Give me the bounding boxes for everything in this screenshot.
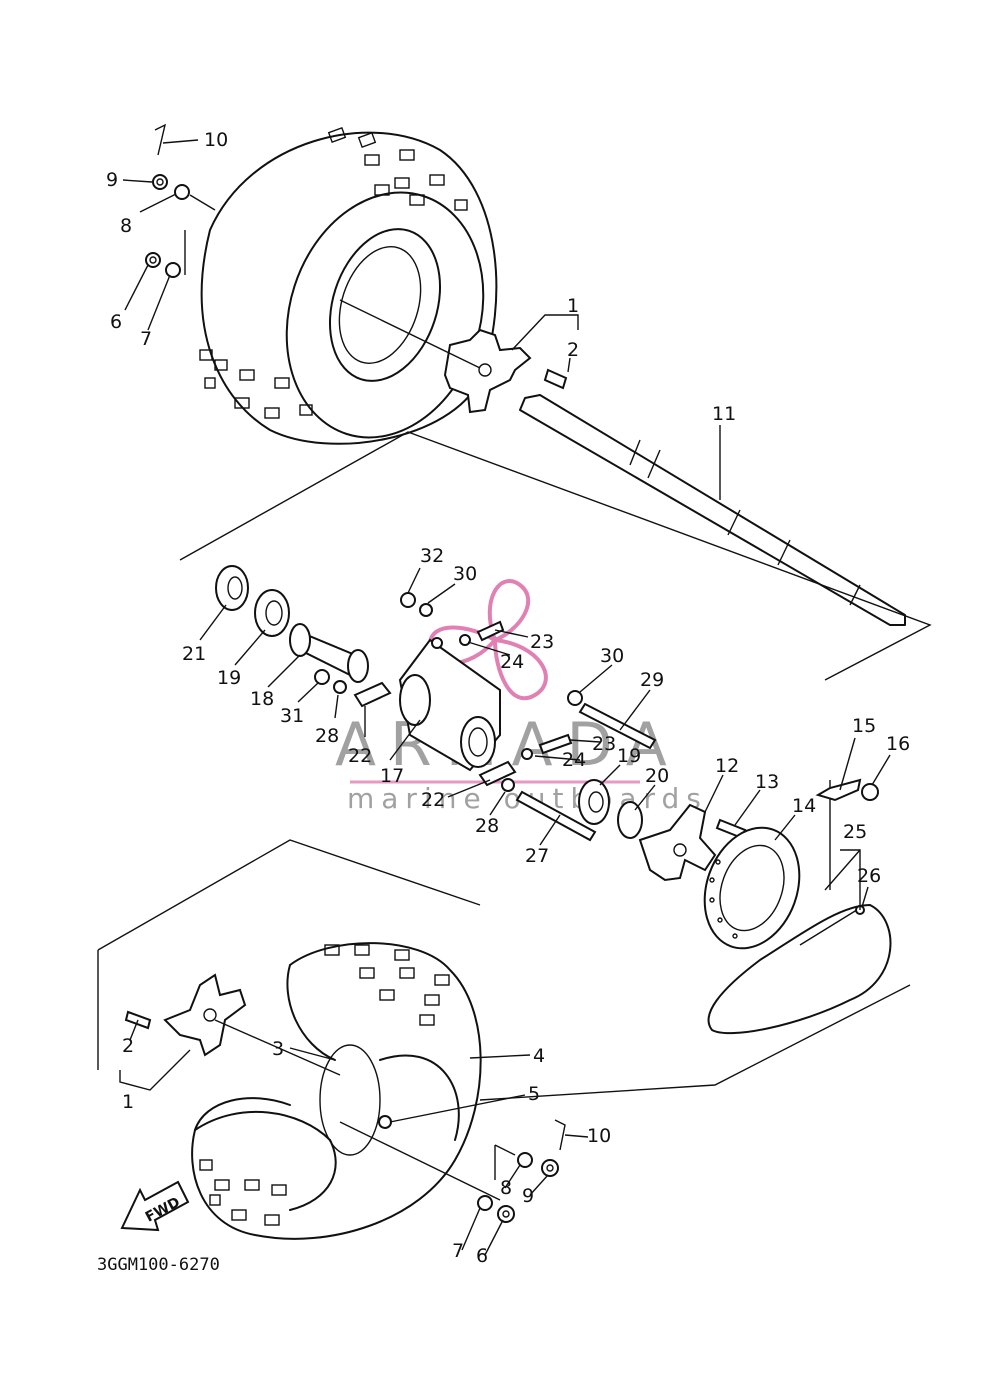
- hardware-middle: [314, 592, 657, 842]
- callout-32: 32: [420, 545, 444, 567]
- callout-24-b: 24: [562, 749, 586, 771]
- callout-18: 18: [250, 688, 274, 710]
- callout-6-b: 6: [476, 1245, 488, 1267]
- assembly-frame-lines: [97, 431, 932, 1101]
- callout-8: 8: [120, 215, 132, 237]
- callout-16: 16: [886, 733, 910, 755]
- callout-12: 12: [715, 755, 739, 777]
- drive-sprocket: [703, 826, 801, 950]
- callout-26: 26: [857, 865, 881, 887]
- callout-30-b: 30: [600, 645, 624, 667]
- callout-27: 27: [525, 845, 549, 867]
- callout-19-b: 19: [617, 745, 641, 767]
- callout-13: 13: [755, 771, 779, 793]
- callout-25: 25: [843, 821, 867, 843]
- callout-8-b: 8: [500, 1177, 512, 1199]
- hardware-top-left: [145, 123, 216, 278]
- callout-6: 6: [110, 311, 122, 333]
- callout-15: 15: [852, 715, 876, 737]
- left-bearing-set: [215, 565, 369, 683]
- callout-31: 31: [280, 705, 304, 727]
- callout-19: 19: [217, 667, 241, 689]
- callout-2-b: 2: [122, 1035, 134, 1057]
- rear-axle: [519, 394, 906, 626]
- axle-housing: [353, 637, 517, 787]
- callout-1: 1: [567, 295, 579, 317]
- callout-23: 23: [530, 631, 554, 653]
- hub-bolt-top: [543, 368, 568, 390]
- callout-2: 2: [567, 339, 579, 361]
- diagram-code: 3GGM100-6270: [97, 1255, 220, 1275]
- callout-3: 3: [272, 1038, 284, 1060]
- wheel-top: [199, 127, 532, 445]
- callout-22-b: 22: [421, 789, 445, 811]
- callout-10-b: 10: [587, 1125, 611, 1147]
- leader-lines: [119, 139, 891, 1256]
- callout-28: 28: [315, 725, 339, 747]
- callout-10: 10: [204, 129, 228, 151]
- tread-pattern-bottom: [199, 944, 450, 1226]
- fwd-arrow: FWD: [120, 1180, 190, 1232]
- tread-pattern-top: [199, 127, 468, 419]
- callout-24: 24: [500, 651, 524, 673]
- callout-17: 17: [380, 765, 404, 787]
- callout-28-b: 28: [475, 815, 499, 837]
- callout-5: 5: [528, 1083, 540, 1105]
- callout-30: 30: [453, 563, 477, 585]
- callout-7: 7: [140, 328, 152, 350]
- callout-14: 14: [792, 795, 816, 817]
- hardware-bottom-right: [477, 1119, 566, 1223]
- callout-labels: 10 9 8 6 7 1 2 11 32 30 23 24 21 19 18 3…: [106, 129, 910, 1267]
- callout-9-b: 9: [522, 1185, 534, 1207]
- callout-22: 22: [348, 745, 372, 767]
- chain-guide: [815, 778, 879, 802]
- callout-29: 29: [640, 669, 664, 691]
- callout-7-b: 7: [452, 1240, 464, 1262]
- callout-9: 9: [106, 169, 118, 191]
- callout-21: 21: [182, 643, 206, 665]
- callout-1-b: 1: [122, 1091, 134, 1113]
- callout-4: 4: [533, 1045, 545, 1067]
- callout-11: 11: [712, 403, 736, 425]
- wheel-bottom: [124, 942, 501, 1240]
- callout-23-b: 23: [592, 733, 616, 755]
- callout-20: 20: [645, 765, 669, 787]
